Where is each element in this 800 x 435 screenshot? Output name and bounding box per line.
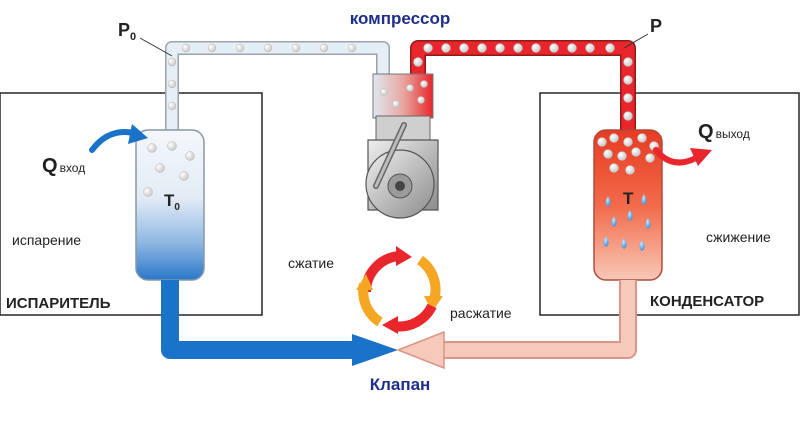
evaporation-label: испарение xyxy=(12,232,81,248)
cycle-arrows xyxy=(356,246,443,334)
evaporator-label: ИСПАРИТЕЛЬ xyxy=(6,295,111,312)
t0-label: T0 xyxy=(164,191,180,213)
discharge-pipe xyxy=(410,40,636,135)
heat-in-arrow xyxy=(89,124,148,153)
condenser-frame xyxy=(539,92,800,316)
evaporator-bubbles xyxy=(143,141,195,197)
p0-pointer xyxy=(139,37,173,57)
cold-liquid-line xyxy=(161,280,355,359)
p0-label: P0 xyxy=(118,20,136,43)
compressor-head-bubbles xyxy=(380,80,428,108)
compressor-cylinder xyxy=(365,115,439,219)
heat-out-arrow xyxy=(653,147,712,166)
compressor-label: компрессор xyxy=(350,9,451,28)
condensate-droplets xyxy=(603,194,651,251)
p-label: P xyxy=(650,16,662,36)
discharge-pipe-bubbles xyxy=(413,43,633,121)
suction-pipe-bubbles xyxy=(167,43,357,111)
evaporator-frame xyxy=(0,92,263,316)
valve-label: Клапан xyxy=(370,375,431,394)
t-label: T xyxy=(623,189,634,208)
expansion-label: расжатие xyxy=(450,305,512,321)
compression-label: сжатие xyxy=(288,255,334,271)
valve-arrow-pink xyxy=(395,330,445,370)
valve-arrow-blue xyxy=(352,334,398,366)
p-pointer xyxy=(623,33,649,49)
suction-pipe xyxy=(165,41,390,135)
condenser-label: КОНДЕНСАТОР xyxy=(650,293,764,310)
condensation-label: сжижение xyxy=(706,229,771,245)
